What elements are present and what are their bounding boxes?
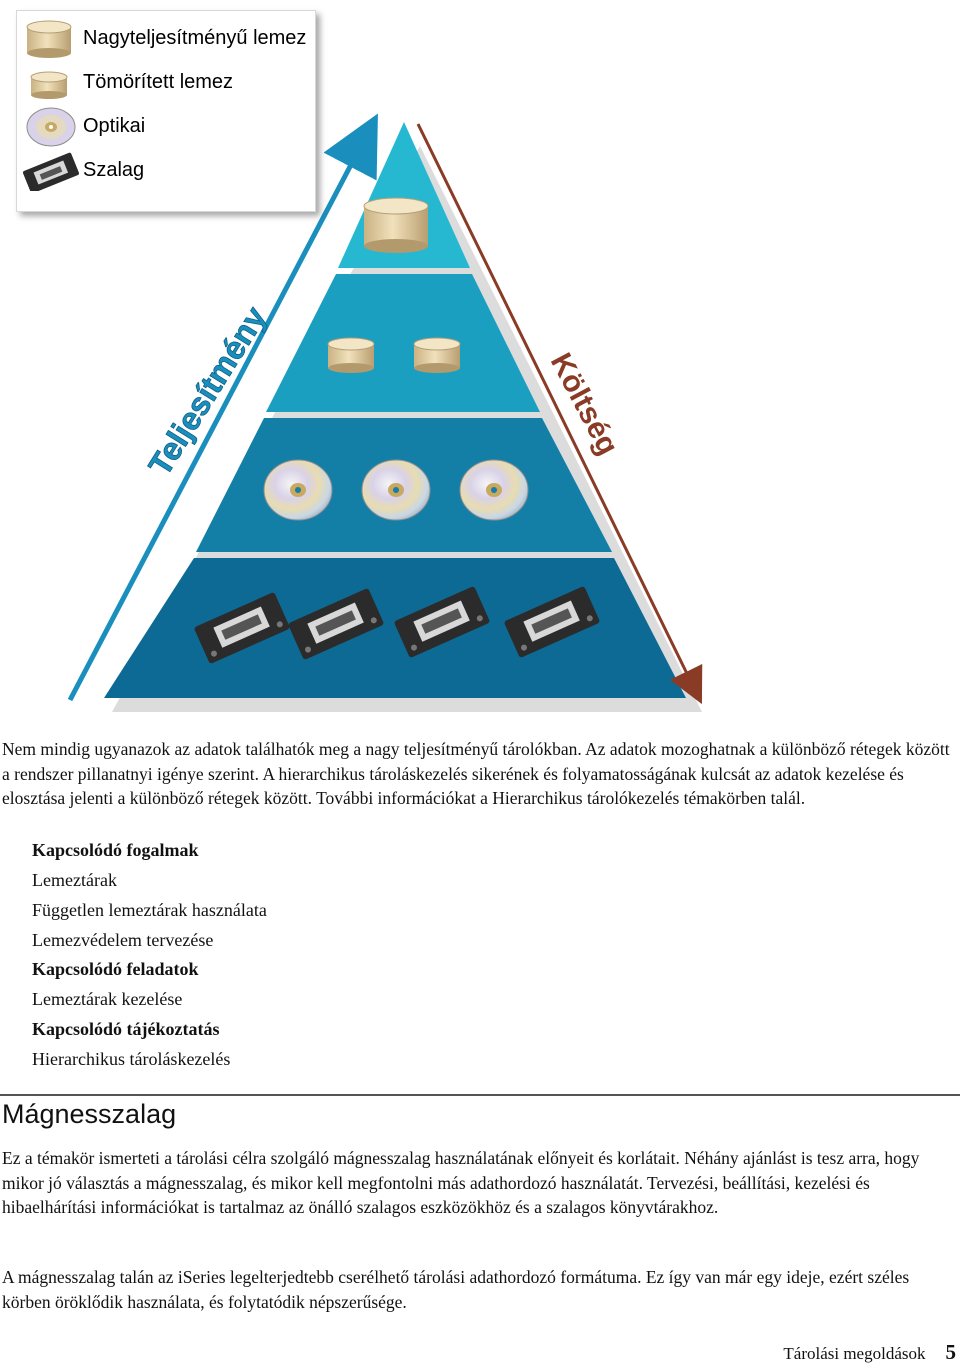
legend: Nagyteljesítményű lemez Tömörített lemez…	[16, 10, 316, 212]
legend-label: Optikai	[83, 115, 146, 137]
related-link[interactable]: Lemeztárak kezelése	[32, 989, 183, 1009]
optical-disc-icon	[361, 459, 431, 521]
paragraph-hierarchy: Nem mindig ugyanazok az adatok található…	[2, 739, 950, 808]
section-divider	[0, 1094, 960, 1096]
section-paragraph-2: A mágnesszalag talán az iSeries legelter…	[2, 1267, 910, 1312]
page-footer: Tárolási megoldások 5	[783, 1340, 956, 1365]
legend-label: Szalag	[83, 159, 145, 181]
optical-disc-icon	[459, 459, 529, 521]
compressed-disk-icon	[413, 337, 461, 373]
storage-hierarchy-figure: Teljesítmény Költség Nagyteljesítményű l…	[16, 10, 703, 712]
compressed-disk-icon	[327, 337, 375, 373]
compressed-disk-icon	[30, 71, 68, 99]
related-concepts-heading: Kapcsolódó fogalmak	[32, 840, 199, 860]
performance-arrow	[67, 113, 378, 702]
disk-drive-icon	[363, 197, 429, 253]
tier-tape	[104, 558, 686, 698]
section-paragraph-1: Ez a témakör ismerteti a tárolási célra …	[2, 1148, 920, 1217]
pyramid-diagram: Teljesítmény Költség	[67, 113, 703, 712]
legend-label: Nagyteljesítményű lemez	[83, 27, 307, 49]
legend-item: Szalag	[17, 149, 315, 193]
optical-disc-icon	[263, 459, 333, 521]
legend-item: Tömörített lemez	[17, 61, 315, 105]
tape-cartridge-icon	[23, 152, 79, 191]
cost-arrow	[416, 123, 703, 705]
legend-item: Nagyteljesítményű lemez	[17, 17, 315, 61]
legend-label: Tömörített lemez	[83, 71, 234, 93]
related-tasks-heading: Kapcsolódó feladatok	[32, 959, 199, 979]
related-link[interactable]: Független lemeztárak használata	[32, 900, 267, 920]
legend-item: Optikai	[17, 105, 315, 149]
related-info-heading: Kapcsolódó tájékoztatás	[32, 1019, 220, 1039]
tape-cartridge-icon	[288, 588, 384, 660]
tier-compressed-disk	[266, 274, 540, 412]
tape-cartridge-icon	[504, 586, 600, 658]
disk-drive-icon	[26, 20, 72, 58]
tape-cartridge-icon	[194, 592, 290, 664]
related-link[interactable]: Hierarchikus tároláskezelés	[32, 1049, 231, 1069]
optical-disc-icon	[26, 107, 76, 147]
page-number: 5	[945, 1340, 957, 1364]
related-link[interactable]: Lemezvédelem tervezése	[32, 930, 214, 950]
footer-label: Tárolási megoldások	[783, 1344, 926, 1363]
tape-cartridge-icon	[394, 586, 490, 658]
related-link[interactable]: Lemeztárak	[32, 870, 117, 890]
section-title: Mágnesszalag	[2, 1099, 177, 1129]
